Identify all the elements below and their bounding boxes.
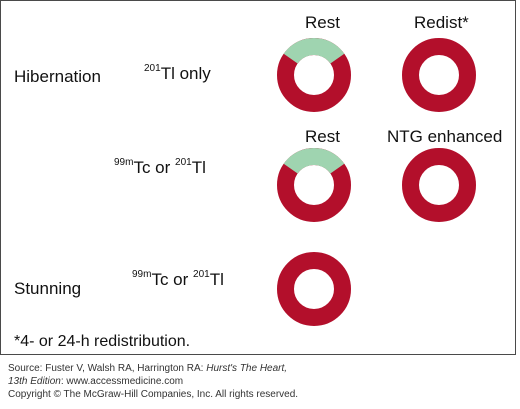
header-ntg-enhanced: NTG enhanced (387, 127, 503, 146)
ring-hibernation-rest (277, 38, 351, 112)
tracer-isotope-number: 99m (132, 269, 152, 281)
perfusion-defect (283, 38, 345, 64)
header-redistribution: Redist* (414, 13, 469, 32)
ring-hibernation-redistribution (402, 38, 476, 112)
ring-middle-ntg (402, 148, 476, 222)
tracer-isotope-number: 201 (175, 157, 192, 169)
diagram-panel: Rest Redist* Rest NTG enhanced Hibernati… (0, 0, 516, 355)
tracer-text: Tc or (133, 158, 176, 177)
perfusion-ring (277, 252, 351, 326)
source-site: : www.accessmedicine.com (60, 376, 184, 387)
ring-stunning-rest (277, 252, 351, 326)
source-book-title: Hurst's The Heart, (206, 363, 288, 374)
tracer-isotope-number: 99m (114, 157, 134, 169)
source-line: Source: Fuster V, Walsh RA, Harrington R… (8, 362, 298, 375)
tracer-isotope-number: 201 (144, 63, 161, 75)
tracer-text: Tl (191, 158, 206, 177)
source-prefix: Source: Fuster V, Walsh RA, Harrington R… (8, 363, 207, 374)
tracer-label-middle: 99mTc or 201Tl (114, 157, 206, 177)
ring-middle-rest (277, 148, 351, 222)
tracer-text: Tl only (160, 64, 211, 83)
source-edition: 13th Edition (8, 376, 61, 387)
row-label-stunning: Stunning (14, 279, 82, 298)
edition-line: 13th Edition: www.accessmedicine.com (8, 375, 298, 388)
perfusion-defect (283, 148, 345, 174)
tracer-text: Tc or (151, 270, 194, 289)
copyright-line: Copyright © The McGraw-Hill Companies, I… (8, 389, 299, 400)
perfusion-ring (402, 38, 476, 112)
source-citation: Source: Fuster V, Walsh RA, Harrington R… (8, 362, 298, 401)
tracer-label-stunning: 99mTc or 201Tl (132, 269, 224, 289)
perfusion-ring (402, 148, 476, 222)
tracer-text: Tl (209, 270, 224, 289)
row-label-hibernation: Hibernation (14, 67, 101, 86)
tracer-isotope-number: 201 (193, 269, 210, 281)
header-rest-hibernation: Rest (305, 13, 340, 32)
tracer-label-hibernation: 201Tl only (144, 63, 211, 83)
footnote: *4- or 24-h redistribution. (14, 333, 191, 350)
header-rest-middle: Rest (305, 127, 340, 146)
